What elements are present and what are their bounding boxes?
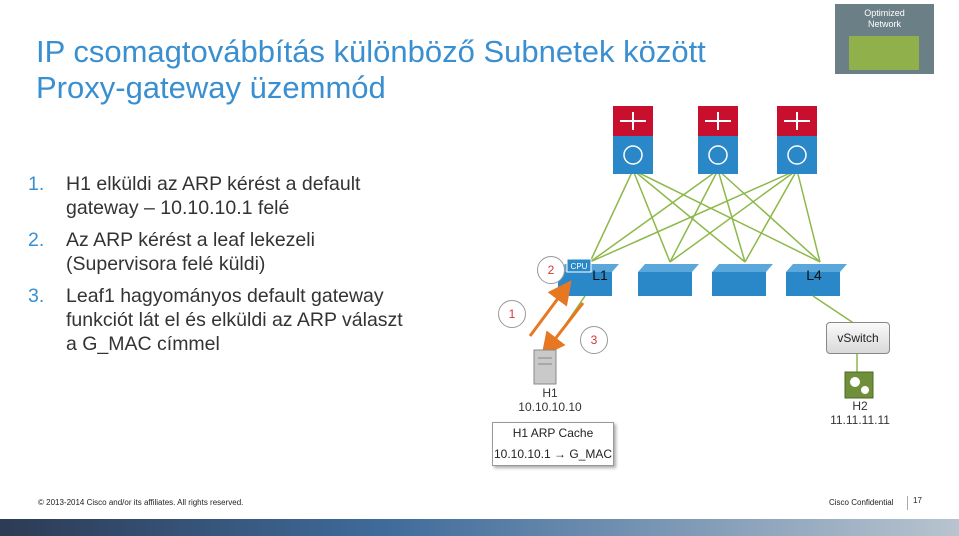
network-grid-icon — [849, 36, 919, 70]
spine-switch — [698, 106, 738, 174]
marker-1: 1 — [498, 300, 526, 328]
page-title: IP csomagtovábbítás különböző Subnetek k… — [36, 34, 706, 106]
leaf-switch-l4 — [786, 264, 847, 296]
footer-divider — [907, 496, 908, 510]
step-item: 1. H1 elküldi az ARP kérést a default gat… — [28, 172, 418, 220]
vswitch-link — [812, 295, 856, 325]
page-number: 17 — [913, 496, 922, 505]
arp-cache-title: H1 ARP Cache — [512, 426, 594, 440]
h2-label: H2 11.11.11.11 — [815, 399, 905, 427]
step-item: 3. Leaf1 hagyományos default gateway funk… — [28, 284, 418, 356]
h2-vm-icon — [844, 371, 874, 399]
leaf-switch — [638, 264, 699, 296]
optimized-network-badge: Optimized Network — [835, 4, 934, 74]
arp-reply-arrow — [541, 302, 585, 357]
cpu-label: CPU — [571, 262, 588, 271]
marker-2: 2 — [537, 256, 565, 284]
h1-name: H1 — [542, 386, 558, 400]
footer-bar — [0, 519, 959, 536]
vswitch-box: vSwitch — [826, 322, 890, 354]
copyright-text: © 2013-2014 Cisco and/or its affiliates.… — [38, 498, 244, 507]
step-text: Az ARP kérést a leaf lekezeli (Superviso… — [66, 229, 315, 275]
h1-ip: 10.10.10.10 — [518, 400, 582, 414]
step-number: 1. — [28, 173, 45, 195]
step-text: H1 elküldi az ARP kérést a default gatew… — [66, 173, 361, 219]
arp-cache-entry: 10.10.10.1 → G_MAC — [493, 447, 613, 461]
title-line-1: IP csomagtovábbítás különböző Subnetek k… — [36, 34, 706, 69]
fabric-links — [589, 169, 821, 263]
badge-line-1: Optimized — [864, 8, 905, 18]
spine-switch — [613, 106, 653, 174]
leaf1-label: L1 — [592, 267, 608, 283]
confidential-label: Cisco Confidential — [829, 498, 894, 507]
marker-3: 3 — [580, 326, 608, 354]
step-number: 3. — [28, 285, 45, 307]
step-item: 2. Az ARP kérést a leaf lekezeli (Supervi… — [28, 228, 418, 276]
step-list: 1. H1 elküldi az ARP kérést a default gat… — [28, 172, 418, 364]
spine-switch — [777, 106, 817, 174]
step-number: 2. — [28, 229, 45, 251]
cpu-chip-icon — [566, 258, 592, 273]
step-text: Leaf1 hagyományos default gateway funkci… — [66, 285, 403, 355]
leaf4-label: L4 — [806, 267, 822, 283]
title-line-2: Proxy-gateway üzemmód — [36, 70, 386, 105]
h1-label: H1 10.10.10.10 — [505, 386, 595, 414]
h2-name: H2 — [852, 399, 868, 413]
badge-line-2: Network — [867, 19, 901, 29]
arp-cache-table: H1 ARP Cache 10.10.10.1 → G_MAC — [492, 422, 614, 466]
h1-server-icon — [533, 349, 557, 385]
arp-request-arrow — [528, 280, 572, 337]
leaf-switch — [712, 264, 773, 296]
h2-ip: 11.11.11.11 — [830, 413, 890, 427]
